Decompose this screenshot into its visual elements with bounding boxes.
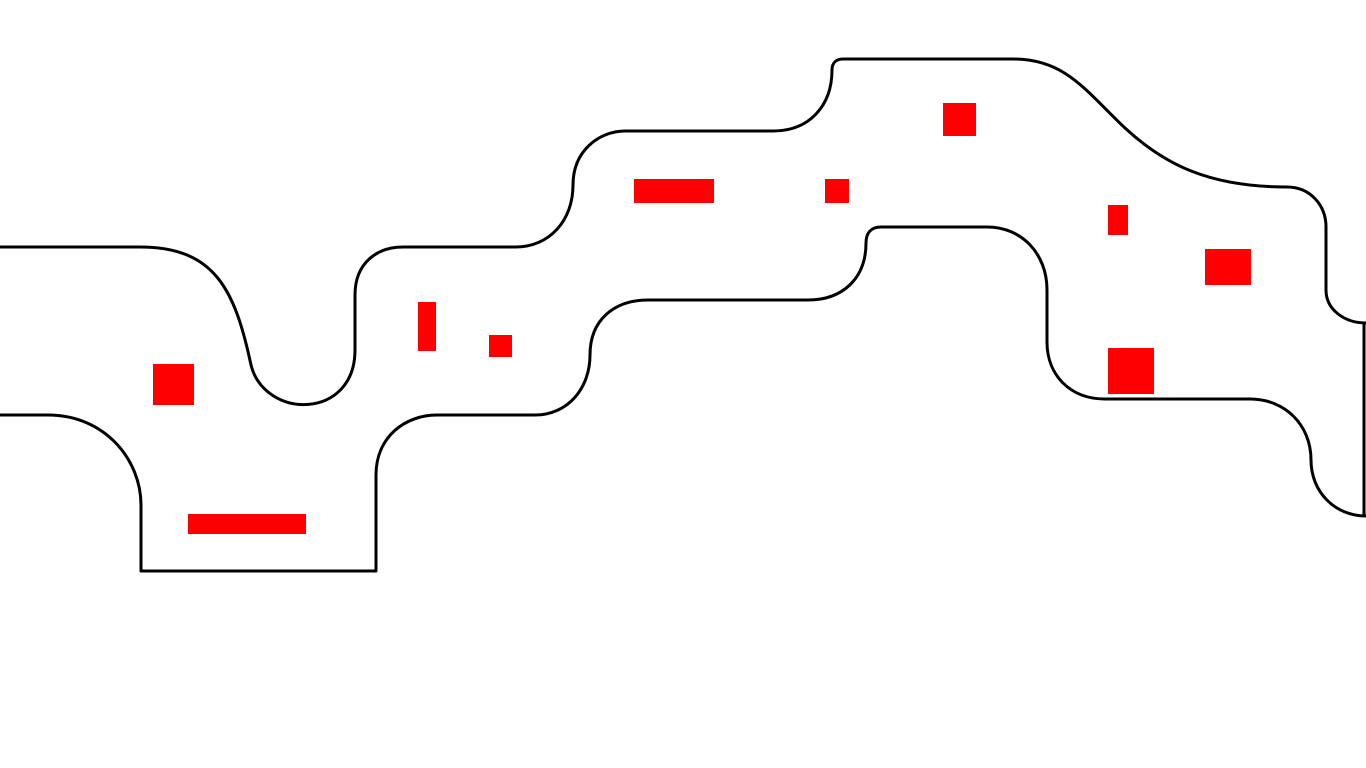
obstacles <box>153 103 1251 534</box>
red-block-obstacle <box>489 335 512 357</box>
red-pillar-obstacle <box>1108 205 1128 235</box>
track-wall-lower <box>0 225 1366 573</box>
red-block-obstacle <box>1205 249 1251 285</box>
red-block-obstacle <box>943 103 976 136</box>
red-pillar-obstacle <box>418 302 436 351</box>
red-block-obstacle <box>1108 348 1154 394</box>
red-bar-obstacle <box>634 179 714 203</box>
track-wall-upper <box>0 57 1366 407</box>
red-bar-obstacle <box>188 514 306 534</box>
red-block-obstacle <box>825 179 849 203</box>
red-block-obstacle <box>153 364 194 405</box>
